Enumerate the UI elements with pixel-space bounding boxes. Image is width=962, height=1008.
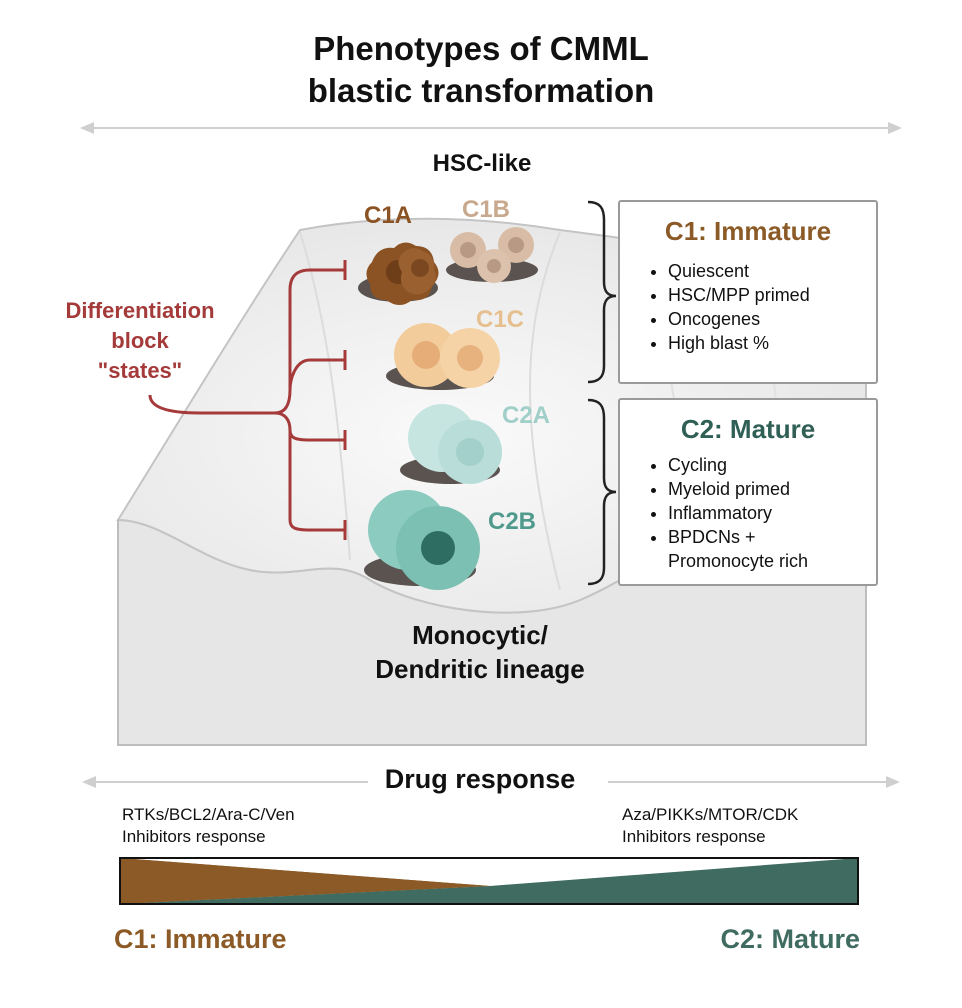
c1-immature-box: C1: Immature Quiescent HSC/MPP primed On… xyxy=(618,200,878,384)
c2-box-title: C2: Mature xyxy=(680,414,816,444)
figure-title: Phenotypes of CMML blastic transformatio… xyxy=(0,28,962,112)
drug-right-line-1: Aza/PIKKs/MTOR/CDK xyxy=(622,805,799,824)
hsc-like-label: HSC-like xyxy=(432,150,532,177)
cell-c1b xyxy=(446,227,538,283)
cell-c2a xyxy=(400,404,502,484)
drug-response-wedges xyxy=(119,857,859,905)
c2-feature-list: Cycling Myeloid primed Inflammatory BPDC… xyxy=(620,453,876,573)
list-item: Cycling xyxy=(668,453,876,477)
list-item: Inflammatory xyxy=(668,501,876,525)
mono-line-2: Dendritic lineage xyxy=(375,654,585,684)
title-line-1: Phenotypes of CMML xyxy=(313,30,649,67)
list-item: High blast % xyxy=(668,331,876,355)
drug-right-text: Aza/PIKKs/MTOR/CDK Inhibitors response xyxy=(622,804,798,848)
label-c1b: C1B xyxy=(462,196,511,223)
diff-line-1: Differentiation xyxy=(65,298,215,323)
label-c2a: C2A xyxy=(502,402,551,429)
drug-divider xyxy=(82,776,900,788)
differentiation-block-connector xyxy=(148,260,347,540)
drug-left-line-1: RTKs/BCL2/Ara-C/Ven xyxy=(122,805,295,824)
drug-left-line-2: Inhibitors response xyxy=(122,827,266,846)
c1-feature-list: Quiescent HSC/MPP primed Oncogenes High … xyxy=(620,259,876,355)
monocytic-lineage-label: Monocytic/ Dendritic lineage xyxy=(280,618,680,686)
diff-line-3: "states" xyxy=(97,358,183,383)
label-c1c: C1C xyxy=(476,306,525,333)
title-line-2: blastic transformation xyxy=(307,72,655,109)
cell-c1c xyxy=(386,323,500,390)
list-item: Myeloid primed xyxy=(668,477,876,501)
drug-left-text: RTKs/BCL2/Ara-C/Ven Inhibitors response xyxy=(122,804,295,848)
list-item: Quiescent xyxy=(668,259,876,283)
list-item: HSC/MPP primed xyxy=(668,283,876,307)
bottom-left-label: C1: Immature xyxy=(114,924,287,954)
list-item: Promonocyte rich xyxy=(668,551,809,571)
drug-response-title: Drug response xyxy=(384,764,576,794)
cell-c2b xyxy=(364,490,480,590)
brace-c2 xyxy=(587,398,617,586)
cell-c1a xyxy=(358,242,439,305)
bottom-right-label: C2: Mature xyxy=(720,924,860,954)
label-c2b: C2B xyxy=(488,508,537,535)
differentiation-block-label: Differentiation block "states" xyxy=(40,296,240,386)
c1-box-title: C1: Immature xyxy=(664,216,832,246)
list-item: BPDCNs + xyxy=(668,525,876,549)
drug-right-line-2: Inhibitors response xyxy=(622,827,766,846)
brace-c1 xyxy=(587,200,617,384)
diff-line-2: block xyxy=(111,328,169,353)
label-c1a: C1A xyxy=(364,202,413,229)
top-divider xyxy=(80,122,902,134)
mono-line-1: Monocytic/ xyxy=(412,620,548,650)
c2-mature-box: C2: Mature Cycling Myeloid primed Inflam… xyxy=(618,398,878,586)
list-item: Oncogenes xyxy=(668,307,876,331)
